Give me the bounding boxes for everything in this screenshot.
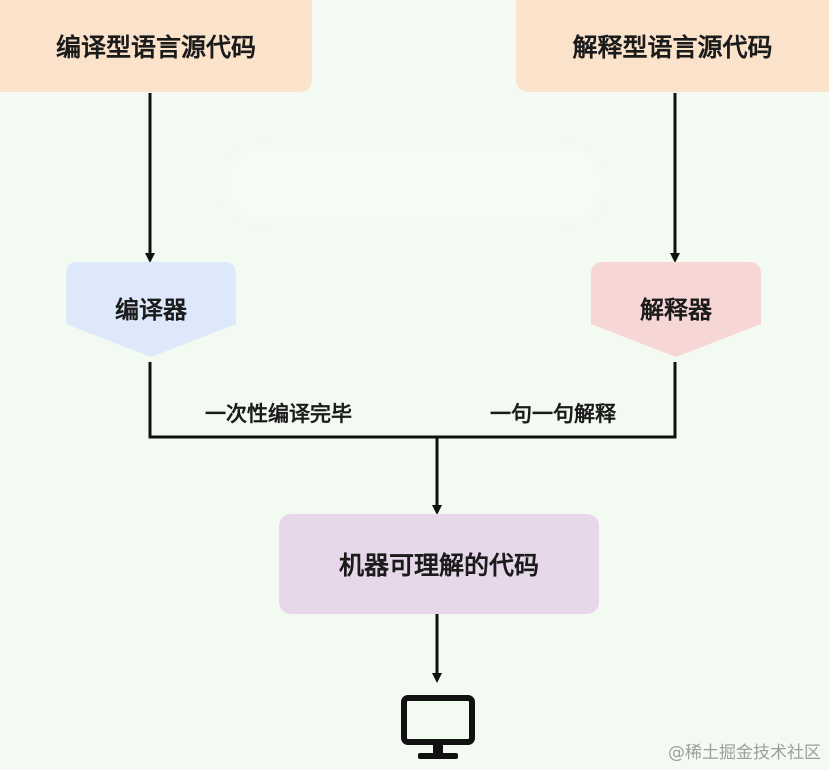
blurred-background-strip xyxy=(230,150,600,220)
interpreter-label: 解释器 xyxy=(640,296,712,324)
machine-code-box: 机器可理解的代码 xyxy=(279,514,599,614)
compiler-shape xyxy=(66,262,236,357)
monitor-icon xyxy=(401,695,475,759)
interpreted-source-box: 解释型语言源代码 xyxy=(516,0,829,92)
watermark: @稀土掘金技术社区 xyxy=(668,743,821,763)
compiler-label: 编译器 xyxy=(115,296,187,324)
merge-line xyxy=(148,362,677,439)
compiled-source-box: 编译型语言源代码 xyxy=(0,0,312,92)
compiler-node: 编译器 xyxy=(66,262,236,357)
interpreter-node: 解释器 xyxy=(591,262,761,357)
interpreter-shape xyxy=(591,262,761,357)
compile-edge-label: 一次性编译完毕 xyxy=(205,402,352,426)
compiled-source-label: 编译型语言源代码 xyxy=(55,33,256,62)
machine-code-label: 机器可理解的代码 xyxy=(338,551,539,580)
interpreted-source-label: 解释型语言源代码 xyxy=(572,33,773,62)
interpret-edge-label: 一句一句解释 xyxy=(490,402,616,426)
